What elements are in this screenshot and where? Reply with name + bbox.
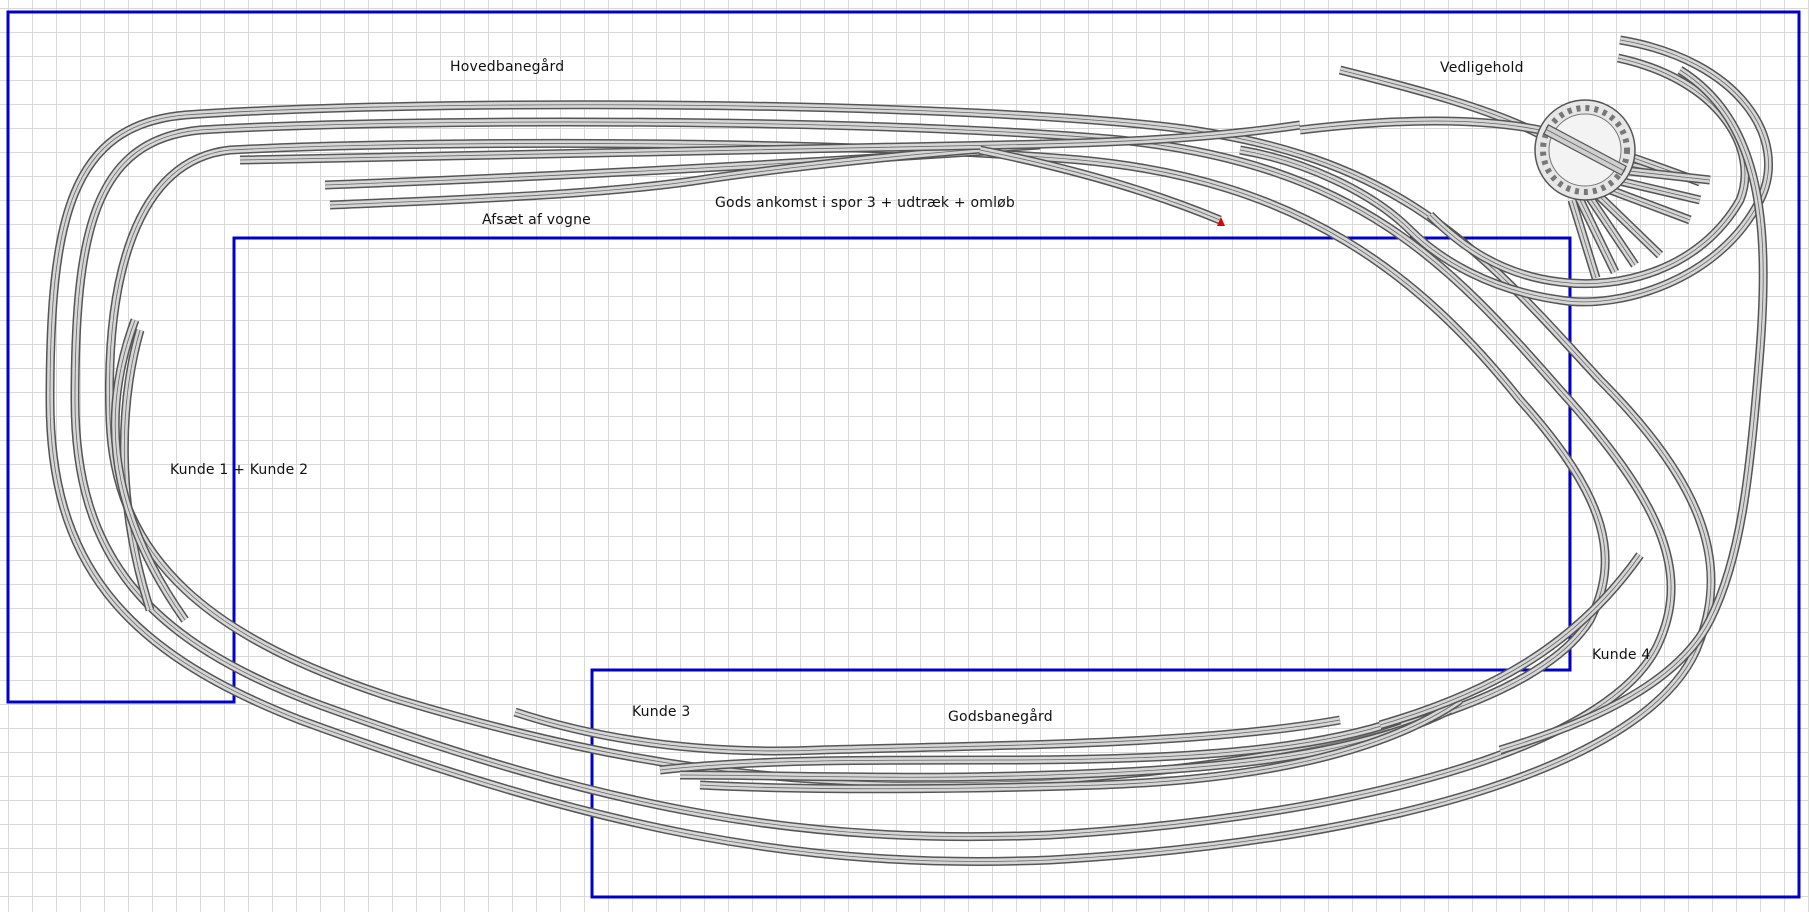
label-kunde-4: Kunde 4 xyxy=(1592,647,1651,663)
label-afsaet-af-vogne: Afsæt af vogne xyxy=(482,212,591,228)
label-vedligehold: Vedligehold xyxy=(1440,60,1524,76)
turntable[interactable] xyxy=(1534,99,1636,201)
label-gods-ankomst: Gods ankomst i spor 3 + udtræk + omløb xyxy=(715,195,1016,211)
track-layer xyxy=(45,35,1773,866)
label-kunde-3: Kunde 3 xyxy=(632,704,691,720)
label-hovedbanegaard: Hovedbanegård xyxy=(450,59,565,75)
baseboard-outlines xyxy=(6,10,1801,899)
baseboard-left-top xyxy=(6,10,1801,899)
label-godsbanegaard: Godsbanegård xyxy=(948,709,1053,725)
label-kunde-1-2: Kunde 1 + Kunde 2 xyxy=(170,462,309,478)
track-end-marker xyxy=(1217,217,1225,226)
